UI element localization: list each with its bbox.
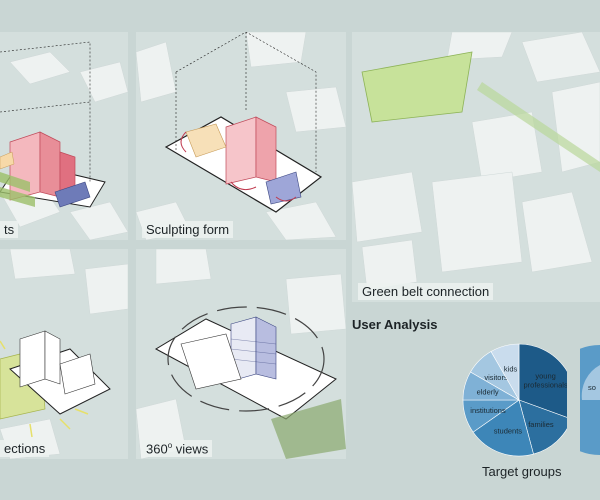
pie-label-institutions: institutions (470, 406, 506, 415)
caption-sculpting-form: Sculpting form (142, 221, 234, 238)
massing-diagram-4 (136, 249, 346, 459)
target-groups-caption: Target groups (482, 464, 562, 479)
pie-slice-kids (490, 343, 520, 402)
massing-diagram-2 (136, 32, 346, 240)
map-green-belt (352, 32, 600, 291)
caption-connections: ections (0, 440, 50, 457)
panel-connections: ections (0, 249, 128, 459)
panel-existing-constraints: ts (0, 32, 128, 240)
second-pie-label: so (588, 383, 596, 392)
pie-label-elderly: elderly (477, 388, 499, 397)
pie-slice-families (518, 399, 567, 455)
caption-green-belt: Green belt connection (358, 283, 494, 300)
green-belt-area (361, 51, 473, 123)
caption-existing-constraints: ts (0, 221, 19, 238)
panel-360-views: 360o views (136, 249, 346, 459)
second-pie-partial: so (580, 345, 600, 455)
green-space (271, 399, 346, 459)
massing-diagram-1 (0, 41, 128, 240)
caption-360-tail: views (172, 441, 209, 456)
pie-label-kids: kids (504, 365, 518, 374)
caption-360-views: 360o views (142, 439, 213, 457)
pie-label-families: families (528, 420, 554, 429)
panel-sculpting-form: Sculpting form (136, 32, 346, 240)
pie-label-students: students (494, 427, 523, 436)
pie-label-visitors: visitors (484, 373, 508, 382)
panel-green-belt: Green belt connection (352, 32, 600, 302)
caption-360-degree: o (167, 440, 173, 450)
caption-360-number: 360 (146, 441, 168, 456)
pie-slice-young-professionals (518, 343, 567, 418)
pie-slice-students (472, 399, 534, 457)
massing-diagram-3 (0, 249, 128, 459)
user-analysis-title: User Analysis (352, 317, 438, 332)
